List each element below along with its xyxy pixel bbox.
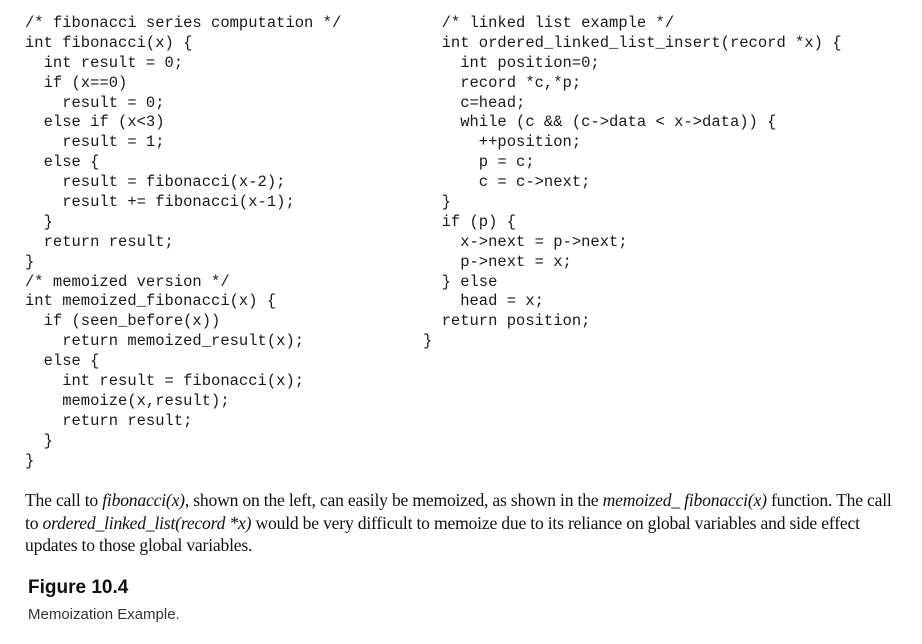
code-line: int ordered_linked_list_insert(record *x… xyxy=(423,33,842,52)
code-line: else { xyxy=(25,153,100,172)
code-line: return position; xyxy=(423,312,591,331)
code-line: x->next = p->next; xyxy=(423,232,628,251)
code-line: } xyxy=(423,193,451,212)
code-line: else if (x<3) xyxy=(25,113,165,132)
paragraph-text: would be very difficult to memoize due t… xyxy=(25,512,860,556)
code-line: return result; xyxy=(25,232,174,251)
code-line: else { xyxy=(25,352,100,371)
code-line: ++position; xyxy=(423,133,582,152)
paragraph-text: The call to xyxy=(25,490,103,510)
code-line: } xyxy=(25,431,53,450)
code-line: } xyxy=(25,451,35,470)
code-line: p->next = x; xyxy=(423,252,572,271)
code-line: int result = 0; xyxy=(25,53,184,72)
code-line: result += fibonacci(x-1); xyxy=(25,193,295,212)
paragraph-text: function. The call to xyxy=(25,490,892,533)
code-line: p = c; xyxy=(423,153,535,172)
code-line: if (seen_before(x)) xyxy=(25,312,221,331)
code-line: int fibonacci(x) { xyxy=(25,33,193,52)
code-line: /* fibonacci series computation */ xyxy=(25,14,342,32)
code-block-linked-list: /* linked list example */ int ordered_li… xyxy=(423,14,842,352)
code-line: } xyxy=(25,252,35,271)
code-line: return result; xyxy=(25,411,193,430)
code-block-fibonacci: /* fibonacci series computation */int fi… xyxy=(25,14,341,471)
explanation-paragraph: The call to fibonacci(x), shown on the l… xyxy=(25,489,905,557)
figure-title: Figure 10.4 xyxy=(28,577,129,598)
code-line: } else xyxy=(423,272,498,291)
code-line: memoize(x,result); xyxy=(25,391,230,410)
code-line: record *c,*p; xyxy=(423,73,582,92)
inline-code-ordered-linked-list: ordered_linked_list(record *x) xyxy=(42,512,252,533)
code-line: while (c && (c->data < x->data)) { xyxy=(423,113,777,132)
code-line: head = x; xyxy=(423,292,544,311)
code-line: if (p) { xyxy=(423,212,517,231)
code-line: if (x==0) xyxy=(25,73,128,92)
code-line: /* memoized version */ xyxy=(25,272,230,291)
inline-code-memoized-fibonacci: memoized_ fibonacci(x) xyxy=(602,490,767,510)
code-line: /* linked list example */ xyxy=(423,14,675,32)
code-line: return memoized_result(x); xyxy=(25,332,305,351)
code-line: } xyxy=(423,332,433,351)
code-line: result = 1; xyxy=(25,133,165,152)
paragraph-text: , shown on the left, can easily be memoi… xyxy=(184,490,603,510)
code-line: c=head; xyxy=(423,93,526,112)
figure-caption: Memoization Example. xyxy=(28,606,180,623)
inline-code-fibonacci: fibonacci(x) xyxy=(102,490,185,510)
code-line: c = c->next; xyxy=(423,173,591,192)
code-line: result = 0; xyxy=(25,93,165,112)
code-line: int memoized_fibonacci(x) { xyxy=(25,292,277,311)
code-line: int result = fibonacci(x); xyxy=(25,372,305,391)
code-line: int position=0; xyxy=(423,53,600,72)
code-line: result = fibonacci(x-2); xyxy=(25,173,286,192)
code-line: } xyxy=(25,212,53,231)
